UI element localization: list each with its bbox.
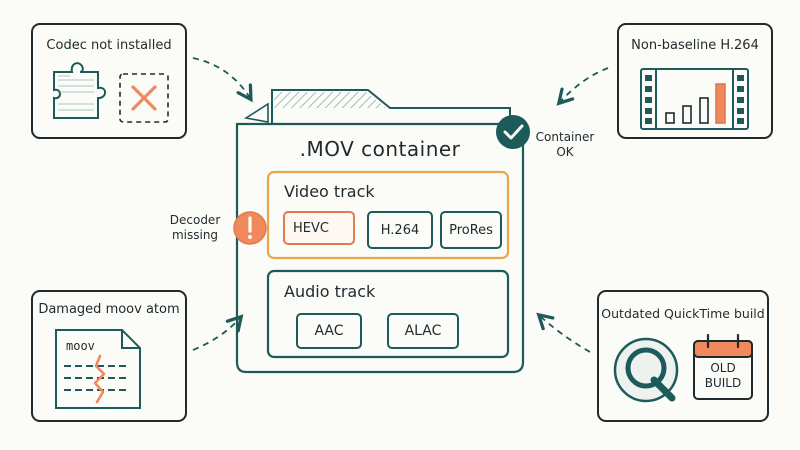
moov-card-title: Damaged moov atom	[38, 302, 180, 317]
video-track-box	[266, 170, 510, 260]
decoder-missing-label: Decoder missing	[169, 213, 221, 242]
arrow-codec	[192, 57, 253, 103]
arrow-quicktime	[536, 312, 591, 353]
arrow-h264	[556, 67, 609, 106]
container-title: .MOV container	[299, 137, 461, 161]
codec-chip-h264: H.264	[367, 211, 433, 249]
codec-chip-hevc: HEVC	[283, 211, 355, 245]
x-icon	[119, 73, 169, 123]
codec-chip-alac: ALAC	[387, 313, 459, 349]
audio-track-box	[266, 269, 510, 359]
old-build-badge: OLD BUILD	[694, 361, 752, 391]
bar-chart-icon	[665, 83, 726, 124]
exclamation-icon	[233, 211, 267, 245]
calendar-icon	[693, 333, 753, 400]
codec-chip-h264-label: H.264	[380, 222, 420, 238]
filmstrip-icon	[640, 68, 749, 130]
moov-file-label: moov	[66, 339, 95, 353]
arrow-moov	[192, 314, 244, 351]
codec-chip-hevc-label: HEVC	[293, 220, 329, 236]
checkmark-icon	[496, 115, 530, 149]
h264-card-title: Non-baseline H.264	[631, 38, 759, 53]
codec-chip-aac-label: AAC	[314, 323, 344, 339]
codec-card-title: Codec not installed	[46, 38, 172, 53]
codec-chip-alac-label: ALAC	[404, 323, 442, 339]
video-track-title: Video track	[284, 182, 375, 201]
puzzle-piece-icon	[53, 62, 106, 119]
old-build-line2: BUILD	[704, 376, 742, 390]
codec-chip-prores: ProRes	[440, 211, 502, 249]
container-status-label: Container OK	[535, 130, 595, 159]
codec-chip-aac: AAC	[296, 313, 362, 349]
old-build-line1: OLD	[710, 361, 736, 375]
codec-chip-prores-label: ProRes	[449, 222, 493, 238]
audio-track-title: Audio track	[284, 282, 376, 301]
quicktime-card-title: Outdated QuickTime build	[601, 306, 765, 321]
document-icon	[55, 329, 141, 409]
quicktime-icon	[613, 337, 679, 403]
